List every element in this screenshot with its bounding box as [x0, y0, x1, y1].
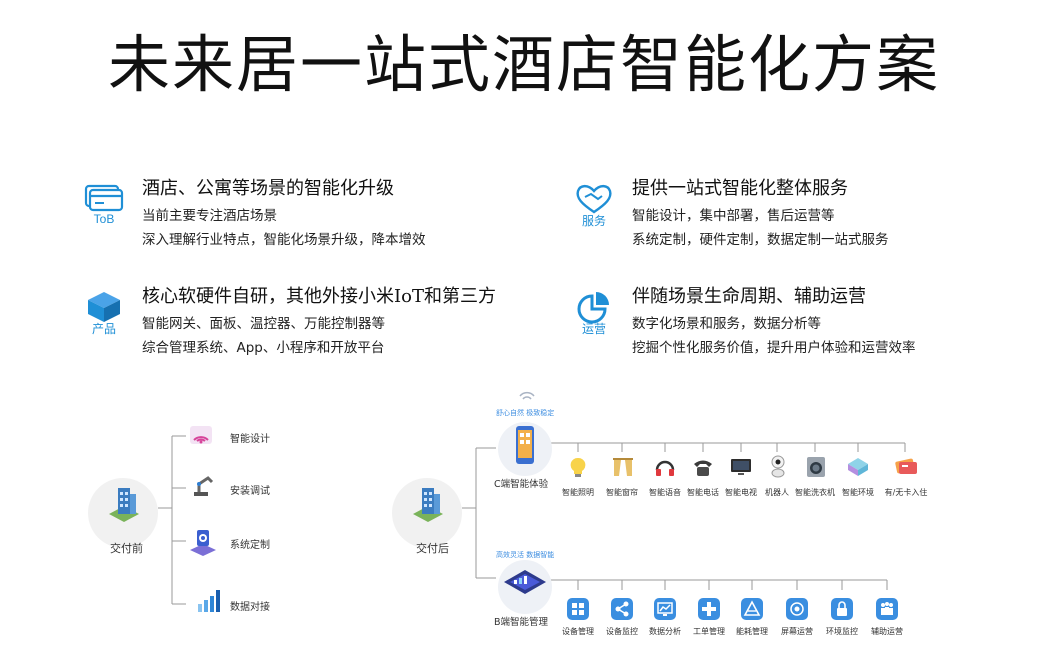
b-item-label: 数据分析 — [649, 627, 681, 636]
feature-line: 深入理解行业特点，智能化场景升级，降本增效 — [142, 232, 426, 248]
feature-line: 当前主要专注酒店场景 — [142, 208, 277, 224]
feature-line: 挖掘个性化服务价值，提升用户体验和运营效率 — [632, 340, 916, 356]
c-item-label: 智能窗帘 — [606, 488, 638, 497]
dashboard-icon — [504, 570, 546, 594]
cube-icon — [88, 292, 120, 322]
feature-line: 智能设计，集中部署，售后运营等 — [632, 208, 835, 224]
b-item-label: 屏幕运营 — [781, 627, 813, 636]
b-item-label: 能耗管理 — [736, 627, 768, 636]
robot-arm-icon — [194, 476, 214, 496]
curtain-icon — [613, 458, 633, 476]
feature-line: 系统定制，硬件定制，数据定制一站式服务 — [632, 232, 889, 248]
wifi-icon — [190, 426, 212, 444]
icon-caption: 产品 — [91, 322, 116, 336]
pie-chart-icon — [577, 292, 609, 324]
screen-target-icon — [786, 598, 808, 620]
signal-icon — [519, 391, 535, 400]
b-item-label: 环境监控 — [826, 627, 858, 636]
branch-label: 安装调试 — [230, 486, 270, 497]
branch-label: 系统定制 — [230, 540, 270, 551]
feature-heading: 伴随场景生命周期、辅助运营 — [632, 286, 866, 307]
card-icon — [84, 184, 124, 212]
b-item-label: 辅助运营 — [871, 627, 903, 636]
after-label: 交付后 — [416, 542, 449, 555]
building-icon — [413, 488, 443, 522]
feature-heading: 提供一站式智能化整体服务 — [632, 178, 848, 199]
icon-caption: 运营 — [581, 322, 606, 336]
people-icon — [876, 598, 898, 620]
washing-machine-icon — [807, 457, 825, 477]
building-icon — [109, 488, 139, 522]
phone-icon — [516, 426, 534, 464]
c-item-label: 有/无卡入住 — [884, 488, 928, 497]
c-item-label: 智能环境 — [842, 488, 874, 497]
c-item-label: 机器人 — [765, 488, 789, 497]
branch-label: 智能设计 — [230, 434, 270, 445]
c-item-label: 智能语音 — [649, 488, 681, 497]
workorder-icon — [698, 598, 720, 620]
b-side-tags: 高效灵活 数据智能 — [496, 551, 555, 559]
feature-line: 综合管理系统、App、小程序和开放平台 — [142, 340, 385, 356]
branch-label: 数据对接 — [230, 602, 270, 613]
b-side-label: B端智能管理 — [494, 617, 549, 628]
bulb-icon — [570, 457, 586, 477]
b-item-label: 设备管理 — [562, 627, 594, 636]
icon-caption: ToB — [93, 212, 115, 226]
analytics-icon — [654, 598, 676, 620]
energy-icon — [741, 598, 763, 620]
telephone-icon — [694, 460, 712, 476]
c-side-label: C端智能体验 — [494, 479, 549, 490]
feature-heading: 核心软硬件自研，其他外接小米IoT和第三方 — [142, 286, 496, 307]
environment-icon — [848, 458, 868, 476]
before-label: 交付前 — [110, 542, 143, 555]
headphones-icon — [655, 460, 675, 476]
feature-line: 数字化场景和服务，数据分析等 — [632, 316, 821, 332]
keycard-icon — [895, 458, 917, 474]
page-title: 未来居一站式酒店智能化方案 — [107, 28, 940, 101]
c-side-tags: 舒心自然 极致稳定 — [496, 409, 555, 417]
bar-data-icon — [198, 590, 220, 612]
robot-icon — [771, 455, 785, 478]
c-item-label: 智能电视 — [725, 488, 757, 497]
lock-icon — [831, 598, 853, 620]
share-monitor-icon — [611, 598, 633, 620]
b-item-label: 工单管理 — [693, 627, 725, 636]
icon-caption: 服务 — [581, 214, 606, 228]
c-item-label: 智能照明 — [562, 488, 594, 497]
heart-handshake-icon — [576, 184, 612, 214]
b-item-label: 设备监控 — [606, 627, 638, 636]
device-manage-icon — [567, 598, 589, 620]
c-item-label: 智能洗衣机 — [795, 488, 835, 497]
c-item-label: 智能电话 — [687, 488, 719, 497]
system-gear-icon — [190, 530, 216, 556]
tv-icon — [731, 459, 751, 475]
feature-line: 智能网关、面板、温控器、万能控制器等 — [142, 316, 385, 332]
feature-heading: 酒店、公寓等场景的智能化升级 — [142, 178, 394, 199]
